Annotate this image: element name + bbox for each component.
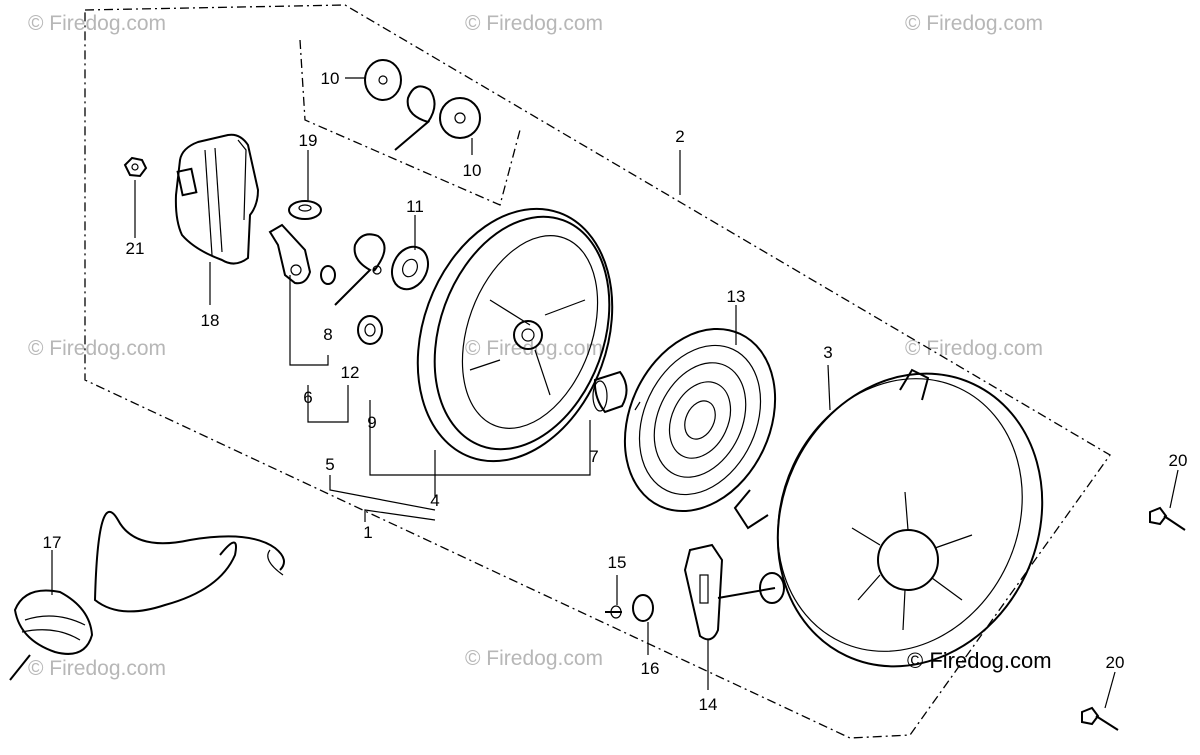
credit-text: © Firedog.com [907, 648, 1052, 673]
watermark: © Firedog.com [465, 647, 603, 670]
callout-20: 20 [1169, 451, 1188, 470]
part-14-grip [683, 543, 785, 641]
callout-4: 4 [430, 491, 439, 510]
watermark: © Firedog.com [28, 337, 166, 360]
callout-11: 11 [406, 197, 424, 216]
callout-14: 14 [699, 695, 718, 714]
part-18-cover [174, 133, 260, 265]
assembly-outline-pulley [299, 39, 521, 206]
callout-16: 16 [641, 659, 660, 678]
callout-9: 9 [367, 413, 376, 432]
callout-7: 7 [589, 447, 598, 466]
watermark: © Firedog.com [905, 337, 1043, 360]
part-16-knob [632, 594, 654, 622]
watermark: © Firedog.com [465, 12, 603, 35]
callout-10: 10 [321, 69, 340, 88]
part-7-spacer [592, 370, 628, 414]
callout-20: 20 [1106, 653, 1125, 672]
part-8-collar [320, 265, 336, 285]
watermark: © Firedog.com [28, 12, 166, 35]
assembly-outline-main [84, 4, 1111, 739]
part-13-spring [623, 327, 777, 513]
part-19-washer [288, 200, 322, 220]
callout-17: 17 [43, 533, 62, 552]
callout-15: 15 [608, 553, 627, 572]
callout-2: 2 [675, 127, 684, 146]
callout-5: 5 [325, 455, 334, 474]
callout-8: 8 [323, 325, 332, 344]
part-6-ratchet [268, 223, 312, 285]
part-12-friction-spring [334, 233, 386, 306]
part-10-spring [394, 85, 436, 151]
part-4-reel [416, 207, 614, 463]
part-21-nut [123, 156, 148, 178]
watermarks: © Firedog.com © Firedog.com © Firedog.co… [28, 12, 1043, 680]
callout-3: 3 [823, 343, 832, 362]
part-10-washer-bottom [439, 97, 481, 139]
callout-1: 1 [363, 523, 372, 542]
callout-21: 21 [126, 239, 145, 258]
watermark: © Firedog.com [28, 657, 166, 680]
watermark: © Firedog.com [905, 12, 1043, 35]
part-11-plate [391, 245, 429, 291]
part-17-rope-handle [9, 510, 285, 681]
part-20-bolt-upper [1149, 506, 1186, 531]
callout-18: 18 [201, 311, 220, 330]
callout-13: 13 [727, 287, 746, 306]
callout-10: 10 [463, 161, 482, 180]
callout-12: 12 [341, 363, 360, 382]
part-3-case [733, 368, 1044, 668]
callout-19: 19 [299, 131, 318, 150]
part-9-guide [357, 315, 383, 345]
part-20-bolt-lower [1081, 706, 1119, 731]
part-10-washer-top [364, 59, 402, 101]
part-15-pin [605, 605, 622, 619]
leader-lines [51, 77, 1179, 709]
callout-6: 6 [303, 388, 312, 407]
callouts: 1 2 3 4 5 6 7 8 9 10 10 11 12 13 14 15 1… [43, 69, 1188, 714]
